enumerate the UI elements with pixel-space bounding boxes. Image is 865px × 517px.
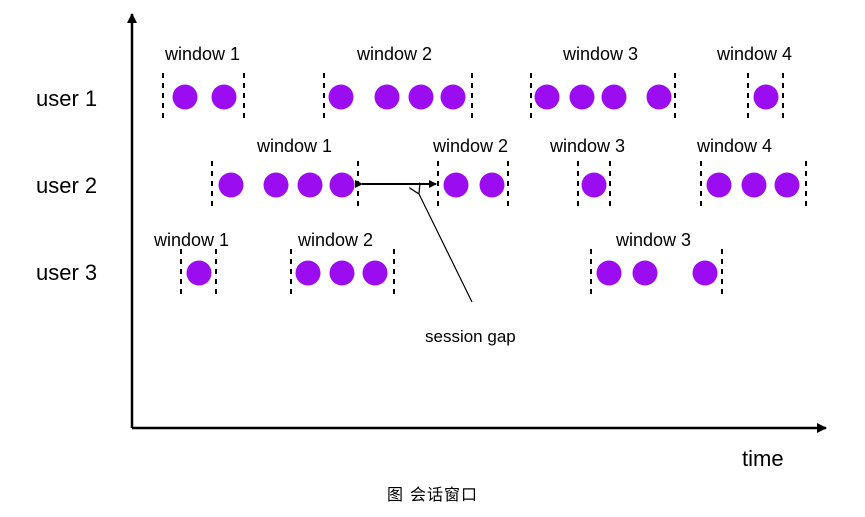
window-group: window 3 — [590, 230, 723, 297]
window-group: window 1 — [211, 136, 359, 209]
event-dot — [186, 260, 212, 286]
window-label: window 4 — [716, 44, 792, 64]
window-group: window 2 — [432, 136, 509, 209]
window-label: window 3 — [549, 136, 625, 156]
event-dot — [440, 84, 466, 110]
window-label: window 4 — [696, 136, 772, 156]
event-dot — [263, 172, 289, 198]
row-label-user-3: user 3 — [36, 260, 97, 285]
event-dot — [479, 172, 505, 198]
session-window-diagram: time user 1 user 2 user 3 session gap wi… — [36, 13, 827, 470]
event-dot — [297, 172, 323, 198]
window-group: window 4 — [716, 44, 792, 121]
event-dot — [408, 84, 434, 110]
session-gap-label: session gap — [425, 327, 516, 346]
event-dot — [774, 172, 800, 198]
window-group: window 2 — [290, 230, 395, 297]
window-label: window 2 — [432, 136, 508, 156]
event-dot — [295, 260, 321, 286]
window-group: window 3 — [530, 44, 676, 121]
event-dot — [329, 172, 355, 198]
event-dot — [211, 84, 237, 110]
event-dot — [443, 172, 469, 198]
event-dot — [362, 260, 388, 286]
event-dot — [632, 260, 658, 286]
event-dot — [692, 260, 718, 286]
event-dot — [374, 84, 400, 110]
event-dot — [596, 260, 622, 286]
event-dot — [569, 84, 595, 110]
event-dot — [329, 260, 355, 286]
window-group: window 2 — [323, 44, 473, 121]
window-label: window 1 — [256, 136, 332, 156]
window-label: window 2 — [297, 230, 373, 250]
session-gap-pointer — [419, 194, 473, 303]
event-dot — [328, 84, 354, 110]
window-group: window 3 — [549, 136, 625, 209]
figure-caption: 图 会话窗口 — [386, 485, 479, 504]
event-dot — [741, 172, 767, 198]
row-label-user-2: user 2 — [36, 173, 97, 198]
event-dot — [581, 172, 607, 198]
window-label: window 2 — [356, 44, 432, 64]
event-dot — [534, 84, 560, 110]
row-label-user-1: user 1 — [36, 86, 97, 111]
window-group: window 1 — [162, 44, 245, 121]
event-dot — [172, 84, 198, 110]
event-dot — [601, 84, 627, 110]
window-label: window 1 — [164, 44, 240, 64]
event-dot — [646, 84, 672, 110]
window-group: window 4 — [696, 136, 807, 209]
event-dot — [706, 172, 732, 198]
window-label: window 3 — [615, 230, 691, 250]
event-dot — [753, 84, 779, 110]
window-label: window 3 — [562, 44, 638, 64]
x-axis-label: time — [742, 446, 784, 470]
window-label: window 1 — [153, 230, 229, 250]
event-dot — [218, 172, 244, 198]
window-group: window 1 — [153, 230, 229, 297]
session-windows: window 1 window 2 window 3 window 4 window 1… — [153, 44, 807, 297]
